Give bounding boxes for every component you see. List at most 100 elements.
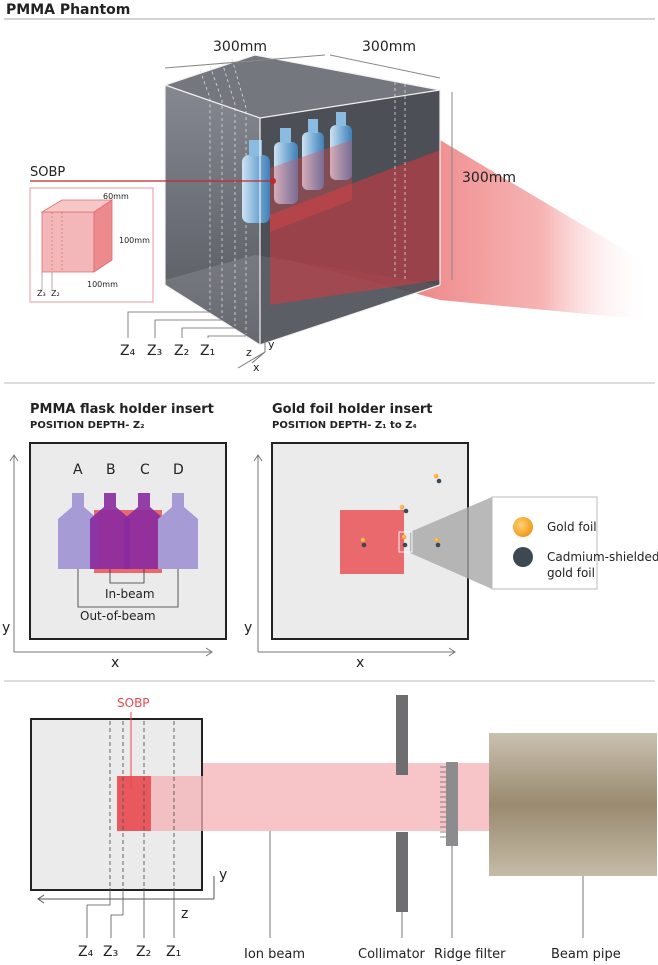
depth-leaders xyxy=(127,311,246,338)
foil-markers xyxy=(360,473,442,548)
flask-label-b: B xyxy=(106,462,116,478)
collimator-bottom xyxy=(396,832,408,912)
inset-z3: Z₃ xyxy=(37,289,46,298)
flask-holder-flasks xyxy=(58,493,198,569)
phantom-beam-band xyxy=(151,776,203,831)
beamline-axis-z: z xyxy=(181,906,188,922)
cadmium-foil-marker xyxy=(436,478,442,484)
flask-axis-y: y xyxy=(2,620,10,636)
beam-pipe xyxy=(489,733,657,876)
beam-pipe-label: Beam pipe xyxy=(551,947,621,962)
phantom-flasks xyxy=(242,112,352,232)
flask-holder-subtitle: POSITION DEPTH- Z₂ xyxy=(30,420,145,431)
gold-foil-marker xyxy=(433,473,439,479)
sobp-side-label: SOBP xyxy=(117,696,150,710)
side-depth-z4: Z₄ xyxy=(78,944,94,960)
legend-box xyxy=(491,496,598,590)
depth-z1: Z₁ xyxy=(200,343,215,359)
sobp-region xyxy=(117,776,151,831)
phantom-flask-4-neck xyxy=(336,112,346,126)
flask-axes xyxy=(9,454,213,657)
panel1-title: PMMA Phantom xyxy=(6,2,130,18)
panel-inserts: PMMA flask holder insert POSITION DEPTH-… xyxy=(2,402,658,671)
dim-y-label: 300mm xyxy=(462,170,516,186)
inset-depth-label: 60mm xyxy=(103,192,129,201)
phantom-flask-2-neck xyxy=(280,128,291,143)
phantom-flask-overlay xyxy=(270,140,352,232)
legend-gold-label: Gold foil xyxy=(547,520,597,534)
dim-z-label: 300mm xyxy=(362,39,416,55)
sobp-label: SOBP xyxy=(30,165,65,180)
zoom-source-box xyxy=(398,531,413,553)
panel-beamline: SOBP y z Z₄ Z₃ Z₂ Z₁ xyxy=(30,695,657,962)
legend-cadmium-label-2: gold foil xyxy=(547,566,595,580)
flask-c xyxy=(124,493,164,569)
foil-holder-beam xyxy=(340,510,404,574)
phantom-beam-inside xyxy=(270,150,440,305)
flask-b xyxy=(90,493,130,569)
side-depth-z2: Z₂ xyxy=(136,944,151,960)
phantom-flask-3 xyxy=(302,132,324,190)
depth-z2: Z₂ xyxy=(174,343,189,359)
dim-x-label: 300mm xyxy=(213,39,267,55)
foil-axis-y: y xyxy=(244,620,252,636)
axis-z-label: z xyxy=(246,346,252,359)
beamline-axis-y: y xyxy=(219,867,227,883)
cadmium-foil-marker xyxy=(361,542,367,548)
phantom-flask-1 xyxy=(242,155,270,223)
ridge-filter xyxy=(446,762,458,846)
ridge-filter-label: Ridge filter xyxy=(434,947,506,962)
sobp-dot xyxy=(270,178,276,184)
legend-cadmium-label-1: Cadmium-shielded xyxy=(547,550,658,564)
side-depth-leaders xyxy=(86,888,175,938)
gold-foil-marker xyxy=(399,504,405,510)
foil-holder-subtitle: POSITION DEPTH- Z₁ to Z₄ xyxy=(272,420,417,431)
cadmium-foil-marker xyxy=(435,542,441,548)
legend-cadmium-swatch xyxy=(513,547,533,567)
collimator-label: Collimator xyxy=(358,947,426,962)
beamline-axes xyxy=(37,876,215,904)
zoom-cone xyxy=(410,497,492,589)
cadmium-foil-marker xyxy=(403,508,409,514)
phantom-top xyxy=(165,55,440,118)
depth-z4: Z₄ xyxy=(120,343,136,359)
foil-holder-title: Gold foil holder insert xyxy=(272,402,433,417)
cadmium-foil-marker xyxy=(402,542,408,548)
flask-d xyxy=(158,493,198,569)
phantom-flask-3-neck xyxy=(308,119,318,133)
ridge-filter-teeth xyxy=(440,766,446,838)
ion-beam-label: Ion beam xyxy=(244,947,305,962)
gold-foil-marker xyxy=(360,537,366,543)
gold-foil-marker xyxy=(434,537,440,543)
foil-axis-x: x xyxy=(356,655,364,671)
phantom-edges xyxy=(164,54,441,346)
flask-a xyxy=(58,493,98,569)
phantom-depth-planes xyxy=(199,58,406,334)
out-of-beam-label: Out-of-beam xyxy=(80,609,156,623)
flask-label-d: D xyxy=(173,462,184,478)
sobp-inset-cube xyxy=(40,199,114,273)
side-depth-z1: Z₁ xyxy=(166,944,181,960)
ion-beam-band xyxy=(150,763,490,831)
in-beam-label: In-beam xyxy=(105,587,155,601)
phantom-flask-1-neck xyxy=(249,140,262,156)
inset-height-label: 100mm xyxy=(119,236,150,245)
flask-axis-x: x xyxy=(111,655,119,671)
axis-x-label: x xyxy=(253,361,260,374)
collimator-top xyxy=(396,695,408,775)
axis-triad xyxy=(237,340,266,369)
inset-leader-z3 xyxy=(40,272,43,291)
phantom-flask-4 xyxy=(330,125,352,180)
phantom-front xyxy=(165,85,260,345)
phantom-flask-2 xyxy=(274,142,298,204)
panel-pmma-phantom: PMMA Phantom xyxy=(4,2,655,374)
side-depth-z3: Z₃ xyxy=(103,944,118,960)
dimension-lines xyxy=(164,54,453,280)
axis-y-label: y xyxy=(268,338,275,351)
flask-label-c: C xyxy=(140,462,150,478)
foil-axes xyxy=(253,454,456,657)
beam-brackets xyxy=(77,569,179,608)
flask-holder-title: PMMA flask holder insert xyxy=(30,402,214,417)
flask-label-a: A xyxy=(73,462,83,478)
